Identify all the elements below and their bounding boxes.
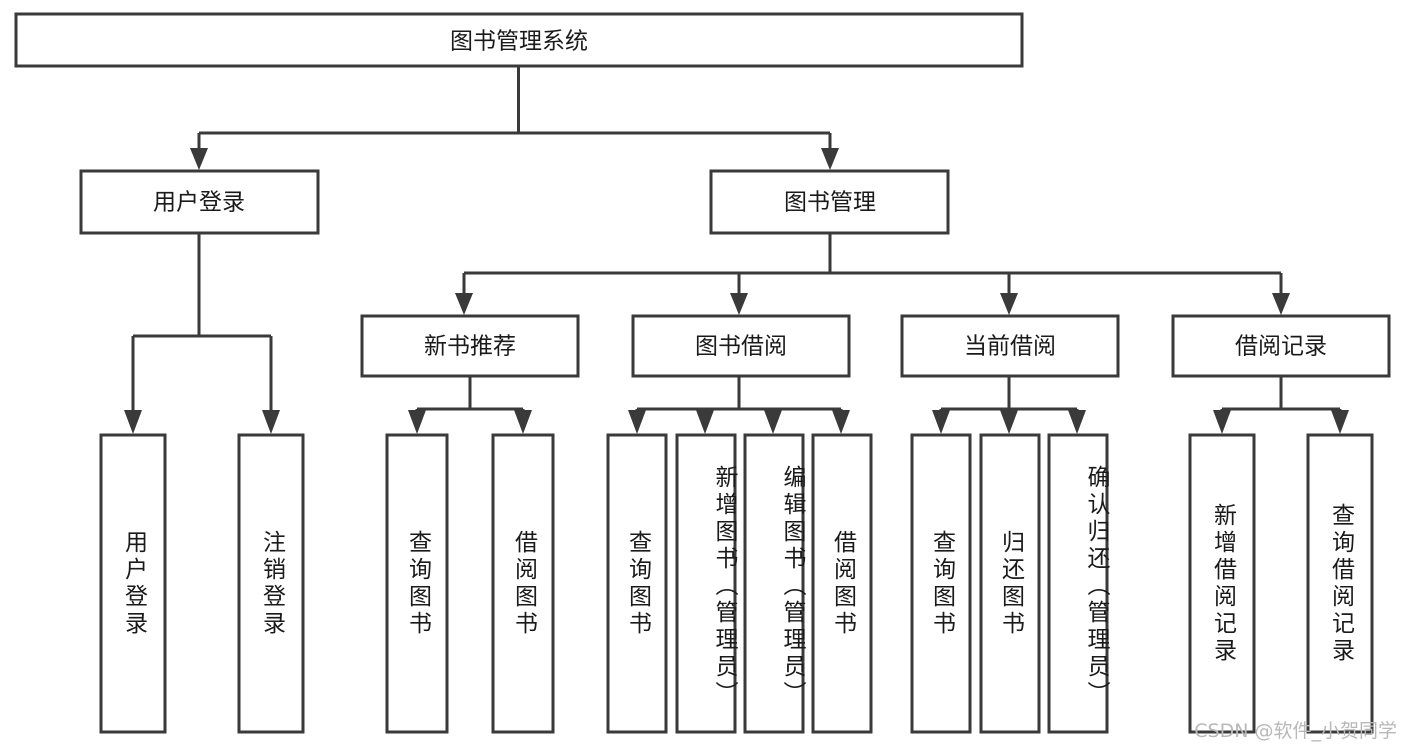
arrow-br-leaf-2	[1331, 410, 1349, 434]
leaf-box-user-login-2[interactable]	[237, 433, 305, 734]
leaf-box-borrow-record-2[interactable]	[1306, 433, 1374, 734]
node-root-system[interactable]: 图书管理系统	[14, 12, 1024, 68]
node-current-borrow-label: 当前借阅	[964, 334, 1056, 360]
arrow-bb-leaf-3	[764, 410, 782, 434]
node-new-book-recommend-box[interactable]	[360, 314, 580, 378]
node-book-borrow-label: 图书借阅	[695, 334, 787, 360]
leaf-box-book-borrow-2[interactable]	[675, 433, 737, 734]
arrow-to-book-mgmt	[821, 148, 839, 170]
arrow-to-current-borrow	[1000, 293, 1018, 315]
arrow-cb-leaf-3	[1068, 410, 1086, 434]
leaf-box-book-borrow-1[interactable]	[606, 433, 668, 734]
arrow-cb-leaf-2	[1000, 410, 1018, 434]
edge-group	[124, 67, 1349, 434]
arrow-bb-leaf-1	[628, 410, 646, 434]
node-book-borrow[interactable]: 图书借阅	[631, 314, 851, 378]
arrow-to-user-login	[190, 148, 208, 170]
arrow-ul-leaf-1	[124, 410, 142, 434]
leaf-box-new-book-2[interactable]	[491, 433, 555, 734]
node-borrow-record-label: 借阅记录	[1235, 334, 1327, 360]
node-book-borrow-box[interactable]	[631, 314, 851, 378]
node-new-book-recommend-label: 新书推荐	[424, 334, 516, 360]
leaf-box-book-borrow-4[interactable]	[811, 433, 873, 734]
node-current-borrow[interactable]: 当前借阅	[900, 314, 1120, 378]
node-root-box[interactable]	[14, 12, 1024, 68]
node-current-borrow-box[interactable]	[900, 314, 1120, 378]
arrow-br-leaf-1	[1213, 410, 1231, 434]
arrow-ul-leaf-2	[262, 410, 280, 434]
leaf-box-new-book-1[interactable]	[385, 433, 449, 734]
arrow-cb-leaf-1	[932, 410, 950, 434]
node-user-login-box[interactable]	[79, 169, 320, 235]
arrow-nbr-leaf-1	[408, 410, 426, 434]
leaf-box-book-borrow-3[interactable]	[743, 433, 805, 734]
node-user-login-label: 用户登录	[153, 190, 245, 216]
node-root-label: 图书管理系统	[450, 29, 588, 55]
leaf-box-current-borrow-1[interactable]	[910, 433, 972, 734]
arrow-to-borrow-record	[1272, 293, 1290, 315]
leaf-box-current-borrow-2[interactable]	[979, 433, 1041, 734]
node-book-management-label: 图书管理	[784, 190, 876, 216]
node-borrow-record[interactable]: 借阅记录	[1171, 314, 1391, 378]
arrow-to-book-borrow	[730, 293, 748, 315]
node-book-management[interactable]: 图书管理	[709, 169, 950, 235]
arrow-bb-leaf-2	[696, 410, 714, 434]
leaf-box-borrow-record-1[interactable]	[1188, 433, 1256, 734]
node-new-book-recommend[interactable]: 新书推荐	[360, 314, 580, 378]
leaf-box-current-borrow-3[interactable]	[1047, 433, 1109, 734]
arrow-nbr-leaf-2	[514, 410, 532, 434]
node-user-login[interactable]: 用户登录	[79, 169, 320, 235]
node-book-management-box[interactable]	[709, 169, 950, 235]
arrow-to-new-book	[455, 293, 473, 315]
node-borrow-record-box[interactable]	[1171, 314, 1391, 378]
arrow-bb-leaf-4	[832, 410, 850, 434]
leaf-box-user-login-1[interactable]	[99, 433, 167, 734]
